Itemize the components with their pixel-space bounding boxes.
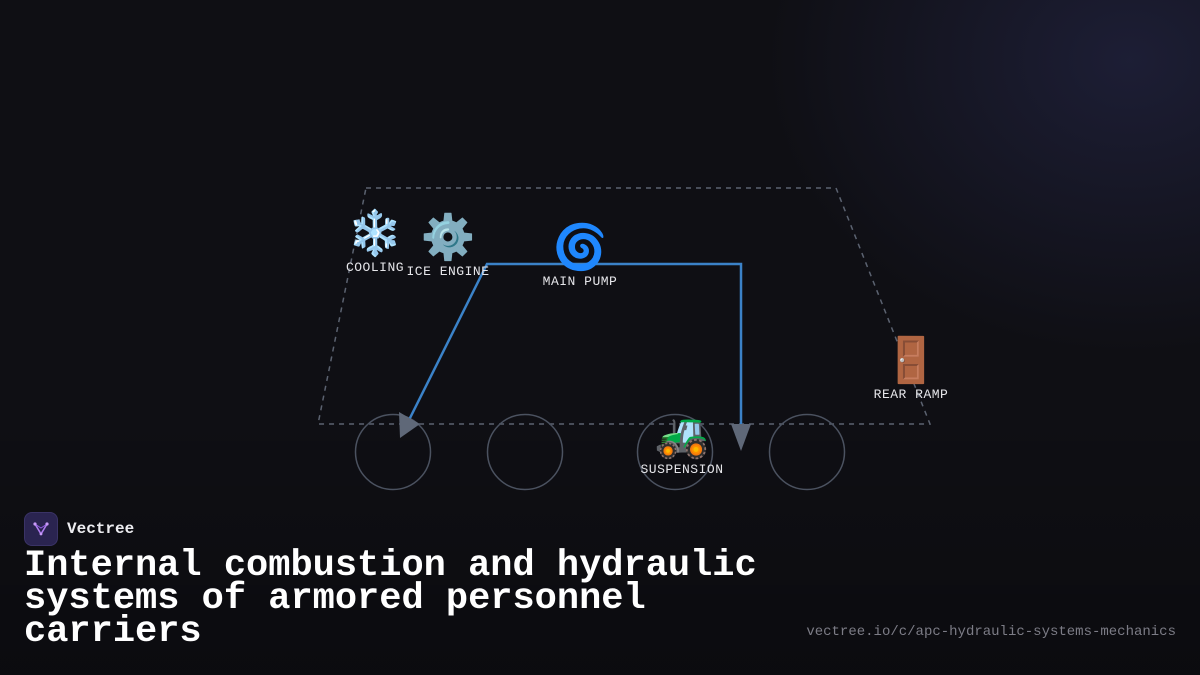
wheel-3 — [636, 413, 714, 491]
vectree-logo-icon — [24, 512, 58, 546]
brand: Vectree — [24, 512, 134, 546]
node-cooling: ❄️ COOLING — [345, 208, 405, 276]
wheel-1 — [354, 413, 432, 491]
arrowhead-left — [399, 412, 420, 438]
cooling-label: COOLING — [345, 260, 405, 275]
snowflake-icon: ❄️ — [347, 208, 403, 259]
cyclone-icon: 🌀 — [552, 222, 608, 273]
tractor-icon: 🚜 — [654, 410, 710, 461]
brand-name: Vectree — [67, 520, 135, 538]
node-ice-engine: ⚙️ ICE ENGINE — [406, 212, 490, 280]
door-icon: 🚪 — [883, 335, 939, 386]
gear-icon: ⚙️ — [420, 212, 476, 263]
rear-ramp-label: REAR RAMP — [873, 387, 949, 402]
source-url: vectree.io/c/apc-hydraulic-systems-mecha… — [806, 624, 1176, 640]
node-main-pump: 🌀 MAIN PUMP — [542, 222, 618, 290]
hydraulic-flow-line — [406, 262, 743, 426]
node-rear-ramp: 🚪 REAR RAMP — [873, 335, 949, 403]
ice-engine-label: ICE ENGINE — [406, 264, 490, 279]
arrowhead-right — [731, 424, 751, 451]
page-title: Internal combustion and hydraulic system… — [24, 545, 757, 653]
node-suspension: 🚜 SUSPENSION — [640, 410, 724, 478]
suspension-label: SUSPENSION — [640, 462, 724, 477]
wheel-2 — [486, 413, 564, 491]
main-pump-label: MAIN PUMP — [542, 274, 618, 289]
hull-outline — [317, 187, 932, 425]
wheel-4 — [768, 413, 846, 491]
